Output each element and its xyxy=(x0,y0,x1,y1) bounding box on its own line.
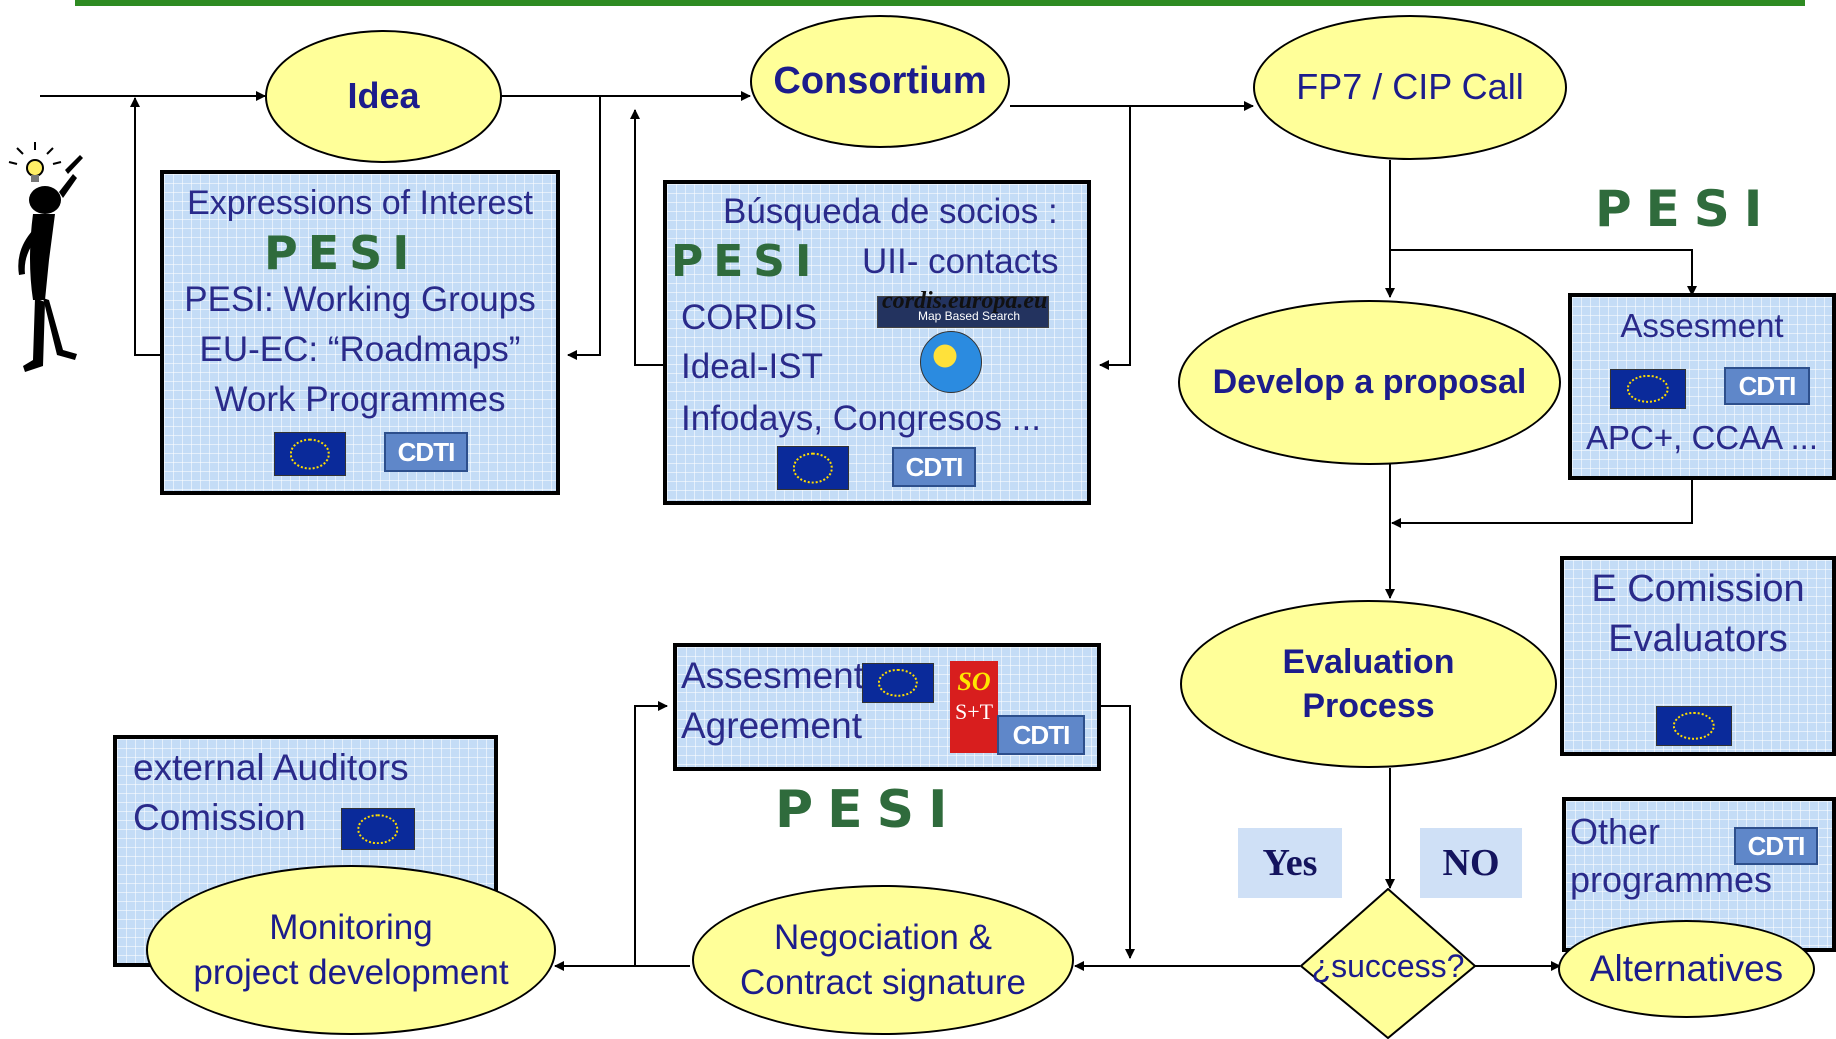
auditors-line-1: external Auditors xyxy=(133,747,409,788)
assesment-top-title: Assesment xyxy=(1620,307,1784,344)
call-label: FP7 / CIP Call xyxy=(1296,66,1524,108)
assesment-agreement-box: Assesment Agreement SO S+T CDTI xyxy=(673,643,1101,771)
other-line-2: programmes xyxy=(1570,859,1773,900)
sost-logo: SO S+T xyxy=(950,661,998,753)
sost-logo-top: SO xyxy=(957,667,991,696)
cordis-url: cordis.europa.eu xyxy=(882,288,1048,314)
monitoring-line-2: project development xyxy=(193,953,509,992)
cdti-logo: CDTI xyxy=(1724,367,1810,405)
cdti-logo: CDTI xyxy=(384,432,468,472)
auditors-line-2: Comission xyxy=(133,797,306,838)
eu-flag-icon xyxy=(274,432,346,476)
idea-person-icon xyxy=(8,142,83,372)
assesment-top-box: Assesment CDTI APC+, CCAA ... xyxy=(1568,293,1836,480)
cdti-logo: CDTI xyxy=(1734,827,1818,865)
eu-flag-icon xyxy=(1656,706,1732,746)
cordis-label: CORDIS xyxy=(681,298,818,337)
develop-proposal-node: Develop a proposal xyxy=(1178,300,1561,465)
eu-flag-icon xyxy=(341,808,415,850)
busqueda-title: Búsqueda de socios : xyxy=(723,192,1058,231)
interest-line-2: PESI: Working Groups xyxy=(184,280,536,319)
sost-logo-bottom: S+T xyxy=(954,699,994,724)
cdti-logo: CDTI xyxy=(892,447,976,487)
consortium-node: Consortium xyxy=(750,15,1010,148)
commission-line-2: Evaluators xyxy=(1608,618,1788,660)
evaluation-line-2: Process xyxy=(1302,687,1435,725)
monitoring-node: Monitoring project development xyxy=(146,865,556,1035)
alternatives-label: Alternatives xyxy=(1589,947,1784,989)
commission-box: E Comission Evaluators xyxy=(1560,556,1836,756)
negociation-line-2: Contract signature xyxy=(740,963,1026,1002)
monitoring-line-1: Monitoring xyxy=(269,907,433,947)
pesi-logo-right: PESI xyxy=(1595,180,1777,238)
commission-line-1: E Comission xyxy=(1591,568,1805,610)
interest-line-1: Expressions of Interest xyxy=(187,184,533,222)
consortium-label: Consortium xyxy=(773,59,987,102)
idea-node: Idea xyxy=(265,30,502,163)
assesment-top-subtitle: APC+, CCAA ... xyxy=(1586,419,1818,456)
top-rule xyxy=(75,0,1805,6)
ideal-ist-globe-icon xyxy=(920,331,982,393)
no-label: NO xyxy=(1420,828,1522,898)
uii-contacts: UII- contacts xyxy=(862,242,1059,281)
idea-label: Idea xyxy=(347,75,420,117)
eu-flag-icon xyxy=(1610,369,1686,409)
ideal-ist-label: Ideal-IST xyxy=(681,347,823,386)
evaluation-node: Evaluation Process xyxy=(1180,600,1557,768)
assesment-label: Assesment xyxy=(681,655,865,696)
eu-flag-icon xyxy=(777,446,849,490)
negociation-line-1: Negociation & xyxy=(774,917,992,957)
alternatives-node: Alternatives xyxy=(1558,920,1815,1018)
cordis-map-search-badge: Map Based Search xyxy=(877,296,1049,328)
map-search-label: Map Based Search xyxy=(918,309,1021,323)
success-label: ¿success? xyxy=(1311,948,1465,984)
other-line-1: Other xyxy=(1570,811,1661,852)
develop-label: Develop a proposal xyxy=(1212,363,1527,402)
eu-flag-icon xyxy=(862,663,934,703)
call-node: FP7 / CIP Call xyxy=(1253,15,1567,160)
negociation-node: Negociation & Contract signature xyxy=(692,885,1074,1035)
agreement-label: Agreement xyxy=(681,705,862,746)
success-decision xyxy=(1300,888,1476,1039)
evaluation-line-1: Evaluation xyxy=(1282,642,1455,681)
yes-label: Yes xyxy=(1238,828,1342,898)
interest-line-3: EU-EC: “Roadmaps” xyxy=(199,330,521,369)
infodays-label: Infodays, Congresos ... xyxy=(681,399,1041,438)
pesi-logo: PESI xyxy=(671,236,822,287)
pesi-logo: PESI xyxy=(264,226,420,280)
cdti-logo: CDTI xyxy=(997,715,1085,755)
busqueda-box: Búsqueda de socios : PESI UII- contacts … xyxy=(663,180,1091,505)
pesi-logo-center: PESI xyxy=(775,780,962,840)
interest-line-4: Work Programmes xyxy=(214,380,506,419)
expressions-box: Expressions of Interest PESI PESI: Worki… xyxy=(160,170,560,495)
